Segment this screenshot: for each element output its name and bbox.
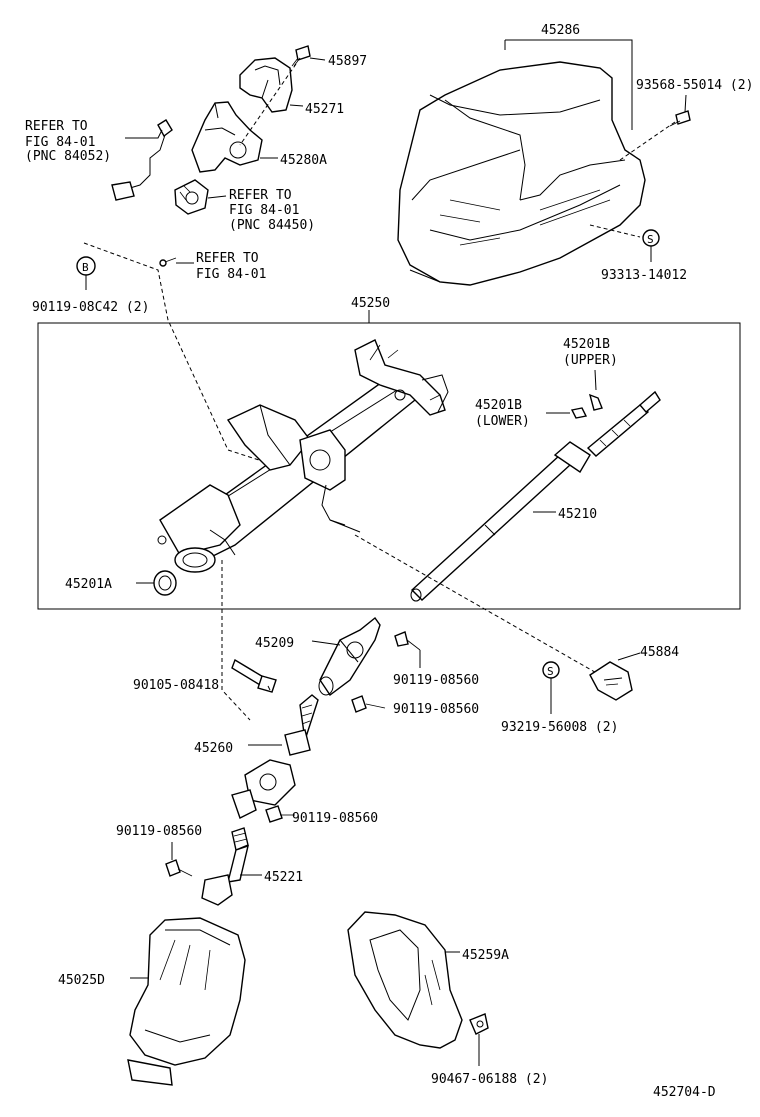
leader-45201B-upper: [594, 369, 597, 391]
refer2-line3: (PNC 84450): [229, 218, 315, 233]
leader-45271: [289, 104, 304, 107]
bushing-45201A: [153, 570, 177, 596]
screw-45897: [291, 45, 311, 67]
label-45221: 45221: [264, 870, 303, 885]
shaft-45221: [201, 827, 249, 906]
label-45201A: 45201A: [65, 577, 112, 592]
bolt-90105: [231, 658, 277, 693]
label-90119-c: 90119-08560: [292, 811, 378, 826]
small-screw-refer3: [159, 257, 177, 267]
label-45201B-upper: 45201B: [563, 337, 610, 352]
label-90119-a: 90119-08560: [393, 673, 479, 688]
label-45259A: 45259A: [462, 948, 509, 963]
leader-45884: [617, 652, 641, 661]
clip-90467: [469, 1013, 489, 1035]
label-45025D: 45025D: [58, 973, 105, 988]
steering-column-tube: [157, 339, 449, 573]
main-shaft-45210: [410, 390, 661, 602]
s-mark-text: S: [647, 233, 654, 246]
lock-housing-45280A: [191, 101, 263, 173]
cover-45259A: [347, 911, 463, 1049]
refer1-line3: (PNC 84052): [25, 149, 111, 164]
s-mark-text-2: S: [547, 665, 554, 678]
leader-refer2: [207, 195, 227, 199]
leader-45897: [309, 57, 326, 61]
label-90105: 90105-08418: [133, 678, 219, 693]
label-45280A: 45280A: [280, 153, 327, 168]
label-lower: (LOWER): [475, 414, 530, 429]
key-cylinder-84450: [174, 179, 209, 215]
assembly-box-45250: [37, 322, 741, 610]
intermediate-shaft-45260: [231, 694, 319, 819]
label-45210: 45210: [558, 507, 597, 522]
refer1-line2: FIG 84-01: [25, 135, 95, 150]
refer3-line1: REFER TO: [196, 251, 259, 266]
label-45286: 45286: [541, 23, 580, 38]
label-93568: 93568-55014 (2): [636, 78, 753, 93]
label-90119-d: 90119-08560: [116, 824, 202, 839]
bushing-lower: [570, 407, 588, 419]
dash-93568: [619, 121, 676, 161]
label-90467: 90467-06188 (2): [431, 1072, 548, 1087]
refer2-line2: FIG 84-01: [229, 203, 299, 218]
dash-08C42: [83, 242, 266, 463]
bushing-upper: [588, 393, 603, 411]
label-45250: 45250: [351, 296, 390, 311]
dash-93313: [589, 224, 641, 238]
screw-93568: [669, 110, 691, 127]
label-45897: 45897: [328, 54, 367, 69]
leader-45209: [311, 640, 341, 646]
refer1-line1: REFER TO: [25, 119, 88, 134]
label-upper: (UPPER): [563, 353, 618, 368]
bolt-90119-b: [351, 695, 386, 713]
switch-harness-84052: [111, 119, 173, 201]
lever-45884: [589, 661, 633, 701]
leader-90105: [267, 685, 271, 691]
leader-45286: [504, 39, 633, 130]
label-45271: 45271: [305, 102, 344, 117]
label-93313: 93313-14012: [601, 268, 687, 283]
label-90119-b: 90119-08560: [393, 702, 479, 717]
refer3-line2: FIG 84-01: [196, 267, 266, 282]
dash-45884: [354, 534, 601, 676]
dash-column-down: [221, 560, 251, 721]
boot-45025D: [127, 917, 246, 1086]
label-45884: 45884: [640, 645, 679, 660]
label-93219: 93219-56008 (2): [501, 720, 618, 735]
bolt-90119-a: [394, 631, 421, 651]
leader-refer1: [125, 129, 163, 139]
label-45209: 45209: [255, 636, 294, 651]
column-cover-45286: [397, 61, 646, 286]
bolt-90119-c: [265, 805, 295, 823]
b-mark-text: B: [82, 261, 89, 274]
refer2-line1: REFER TO: [229, 188, 292, 203]
universal-joint-45209: [318, 616, 381, 697]
dash-screw-align: [239, 63, 297, 146]
bolt-90119-d: [165, 859, 193, 877]
label-45260: 45260: [194, 741, 233, 756]
bracket-45271: [239, 57, 293, 113]
label-45201B-lower: 45201B: [475, 398, 522, 413]
leader-93568: [684, 94, 687, 113]
label-90119-08C42: 90119-08C42 (2): [32, 300, 149, 315]
diagram-code: 452704-D: [653, 1085, 716, 1100]
